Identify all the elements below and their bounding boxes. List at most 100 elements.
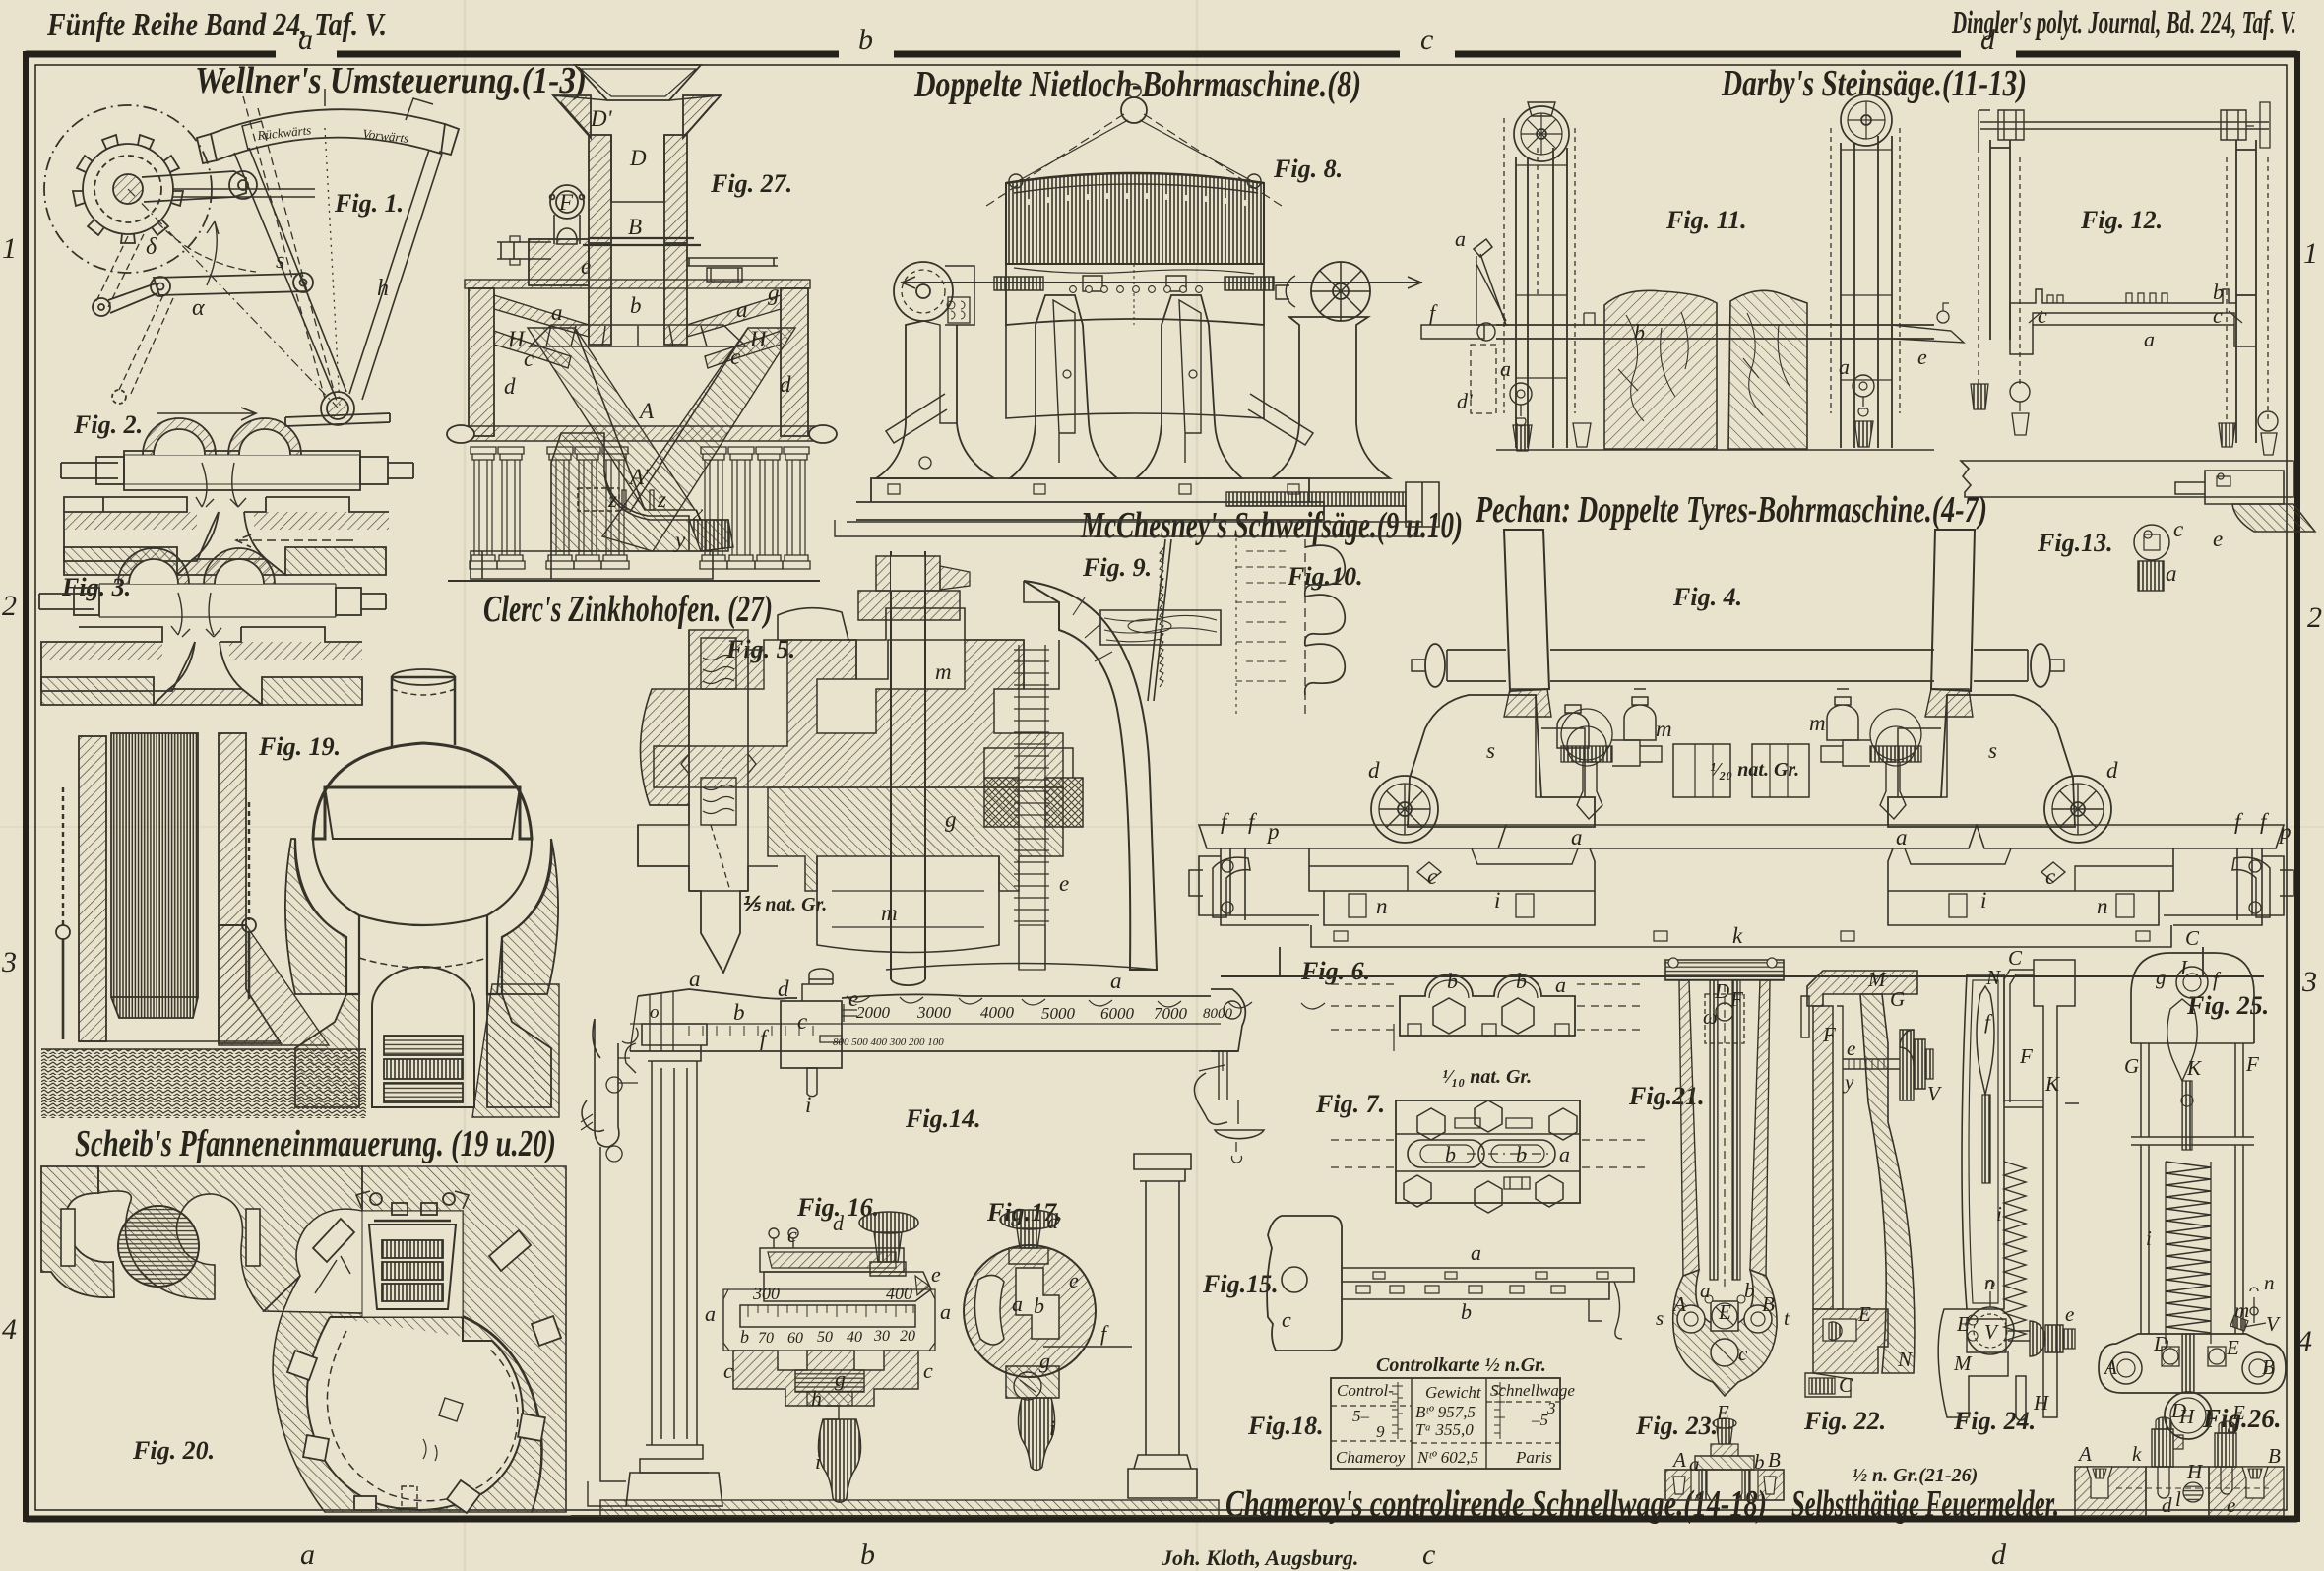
svg-text:Fig. 11.: Fig. 11.: [1665, 206, 1747, 234]
svg-text:D: D: [629, 146, 647, 170]
svg-text:p: p: [2278, 819, 2292, 844]
svg-text:d: d: [833, 1211, 845, 1235]
svg-text:300: 300: [752, 1284, 780, 1303]
svg-text:b: b: [630, 293, 642, 318]
svg-text:3: 3: [1, 946, 17, 978]
svg-text:a: a: [1689, 1452, 1700, 1476]
svg-text:c: c: [2045, 864, 2055, 889]
svg-text:b: b: [1461, 1299, 1472, 1324]
svg-text:a: a: [1896, 825, 1908, 849]
svg-text:Fig.13.: Fig.13.: [2037, 529, 2113, 557]
svg-text:D: D: [2153, 1332, 2168, 1355]
svg-text:H: H: [507, 327, 526, 351]
svg-text:¹⁄₂₀ nat. Gr.: ¹⁄₂₀ nat. Gr.: [1710, 759, 1799, 781]
svg-text:m: m: [2234, 1298, 2249, 1322]
svg-text:A: A: [1671, 1448, 1686, 1472]
svg-text:y: y: [673, 528, 686, 552]
svg-text:5000: 5000: [1041, 1004, 1076, 1023]
svg-text:a: a: [1471, 1240, 1481, 1265]
svg-text:Tᵃ 355,0: Tᵃ 355,0: [1415, 1420, 1474, 1439]
svg-text:Fig. 4.: Fig. 4.: [1672, 583, 1742, 611]
svg-text:b: b: [1447, 969, 1458, 993]
svg-text:a: a: [940, 1299, 951, 1324]
svg-text:Gewicht: Gewicht: [1425, 1383, 1482, 1402]
svg-text:Vorwärts: Vorwärts: [362, 126, 409, 146]
svg-text:f: f: [1248, 809, 1258, 834]
svg-text:H: H: [2186, 1460, 2204, 1483]
svg-text:Wellner's Umsteuerung.(1-3): Wellner's Umsteuerung.(1-3): [195, 60, 587, 101]
svg-text:A: A: [2077, 1442, 2092, 1466]
svg-text:s: s: [1988, 738, 1997, 763]
svg-text:b: b: [1634, 320, 1645, 345]
svg-text:F: F: [558, 190, 574, 215]
svg-text:g: g: [835, 1366, 846, 1391]
svg-text:N: N: [1985, 966, 2001, 989]
svg-text:M: M: [1867, 968, 1887, 991]
svg-text:i: i: [815, 1449, 821, 1474]
svg-text:A: A: [1671, 1292, 1686, 1316]
svg-text:Fig. 2.: Fig. 2.: [73, 410, 143, 439]
svg-text:7000: 7000: [1154, 1004, 1188, 1023]
svg-text:c: c: [797, 1009, 807, 1034]
svg-text:b: b: [2213, 280, 2224, 304]
svg-text:b: b: [740, 1327, 749, 1347]
svg-text:h: h: [377, 276, 389, 301]
svg-text:V: V: [1927, 1082, 1942, 1105]
svg-text:3: 3: [2301, 966, 2317, 998]
svg-text:m: m: [1809, 711, 1826, 735]
svg-text:f: f: [2234, 809, 2244, 834]
svg-text:E: E: [1857, 1302, 1871, 1326]
svg-text:b: b: [858, 24, 873, 56]
svg-text:V: V: [2266, 1312, 2281, 1336]
svg-text:c: c: [1427, 864, 1437, 889]
svg-text:800 500 400 300 200 100: 800 500 400 300 200 100: [833, 1037, 944, 1048]
svg-text:A': A': [628, 465, 650, 489]
svg-text:F: F: [1729, 987, 1743, 1011]
svg-text:b: b: [1754, 1450, 1765, 1474]
svg-text:H: H: [2033, 1391, 2050, 1414]
svg-text:¹⁄₁₀ nat. Gr.: ¹⁄₁₀ nat. Gr.: [1442, 1066, 1532, 1088]
svg-text:G: G: [1890, 987, 1905, 1011]
svg-text:f: f: [1984, 1010, 1993, 1034]
svg-text:b: b: [860, 1539, 875, 1571]
svg-text:p: p: [1266, 819, 1280, 844]
svg-text:i: i: [1049, 1415, 1055, 1440]
svg-text:C: C: [2185, 926, 2200, 950]
svg-text:ω: ω: [1703, 1005, 1718, 1029]
svg-text:Clerc's Zinkhohofen. (27): Clerc's Zinkhohofen. (27): [483, 589, 773, 630]
svg-text:a: a: [736, 297, 748, 322]
svg-text:Fig. 20.: Fig. 20.: [132, 1436, 215, 1465]
svg-text:f: f: [1429, 300, 1438, 325]
svg-text:M: M: [1953, 1351, 1973, 1375]
svg-text:B: B: [2268, 1444, 2281, 1468]
svg-text:D: D: [1714, 979, 1729, 1003]
svg-text:D': D': [590, 106, 613, 131]
svg-text:c: c: [1738, 1342, 1748, 1365]
svg-text:B: B: [628, 215, 642, 239]
svg-text:g: g: [945, 807, 957, 832]
svg-text:Fig.15.: Fig.15.: [1202, 1270, 1279, 1298]
svg-text:I: I: [2179, 956, 2188, 979]
svg-text:Fig. 6.: Fig. 6.: [1300, 957, 1370, 985]
svg-text:a: a: [1110, 969, 1122, 993]
svg-text:6000: 6000: [1100, 1004, 1135, 1023]
svg-text:Fig.26.: Fig.26.: [2202, 1404, 2282, 1433]
svg-text:g: g: [768, 281, 780, 305]
svg-text:A: A: [2103, 1355, 2117, 1379]
svg-text:f: f: [2260, 809, 2270, 834]
svg-text:1: 1: [2303, 237, 2318, 270]
svg-text:70: 70: [758, 1330, 774, 1347]
svg-text:Fig. 7.: Fig. 7.: [1315, 1090, 1385, 1118]
svg-text:c: c: [1420, 24, 1433, 56]
svg-text:a: a: [1500, 356, 1511, 381]
svg-text:30: 30: [873, 1328, 890, 1345]
svg-text:Dingler's polyt. Journal, Bd.: Dingler's polyt. Journal, Bd. 224, Taf. …: [1951, 5, 2296, 41]
svg-text:i: i: [805, 1093, 811, 1117]
svg-text:a: a: [1700, 1279, 1711, 1302]
svg-text:E: E: [1956, 1312, 1970, 1336]
svg-text:Pechan: Doppelte Tyres-Bohrmas: Pechan: Doppelte Tyres-Bohrmaschine.(4-7…: [1475, 489, 1987, 531]
svg-text:Selbstthätige Feuermelder.: Selbstthätige Feuermelder.: [1791, 1483, 2059, 1525]
svg-text:g: g: [2156, 966, 2167, 989]
svg-text:2000: 2000: [856, 1003, 891, 1022]
svg-text:b: b: [1516, 969, 1527, 993]
